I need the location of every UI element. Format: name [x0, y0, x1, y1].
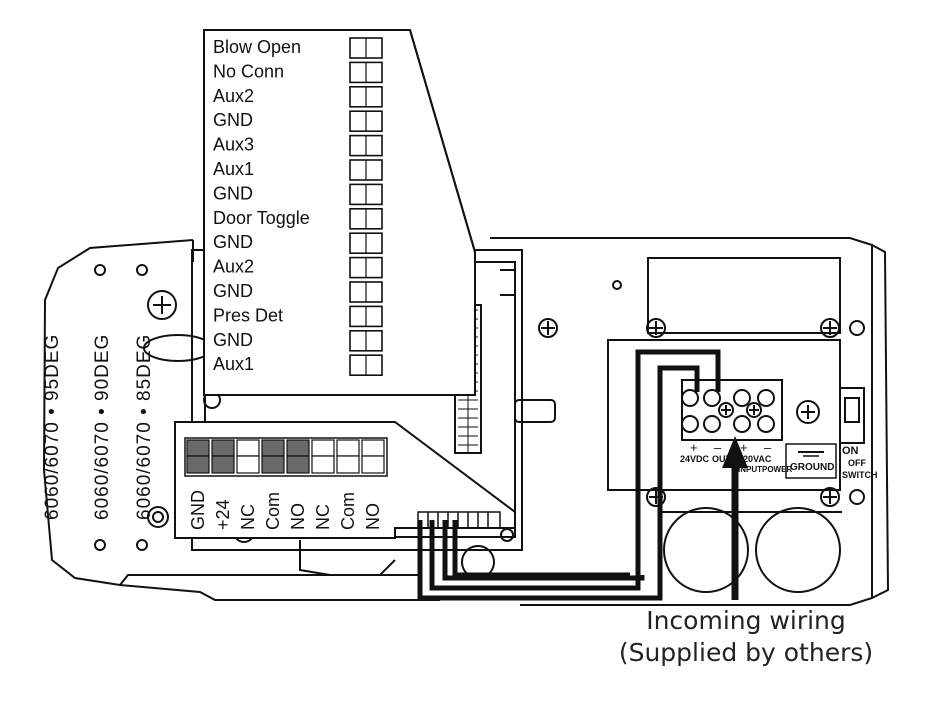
- callout-arrow: [722, 436, 748, 600]
- dip-label: NC: [238, 504, 258, 530]
- voltage-label: 24VDC: [680, 454, 710, 464]
- polarity-label: +: [690, 440, 698, 455]
- dip-switch-bank: [186, 439, 385, 474]
- switch-label: SWITCH: [842, 470, 878, 480]
- voltage-label: 120VAC: [738, 454, 772, 464]
- terminal-label: Aux2: [213, 257, 254, 277]
- terminal-screw: [746, 402, 762, 418]
- terminal-label: GND: [213, 232, 253, 252]
- terminal-label: Door Toggle: [213, 208, 310, 228]
- dip-switch-top: [361, 439, 385, 457]
- power-enclosure: [490, 237, 890, 606]
- terminal-label: Pres Det: [213, 305, 283, 325]
- terminal-label: GND: [213, 183, 253, 203]
- terminal-label: GND: [213, 330, 253, 350]
- terminal-screw: [757, 389, 775, 407]
- dip-switch-bottom: [361, 455, 385, 474]
- terminal-label: Aux1: [213, 354, 254, 374]
- terminal-label: Aux2: [213, 86, 254, 106]
- callout-line2: (Supplied by others): [618, 638, 874, 667]
- power-terminal-block: [681, 379, 783, 441]
- dip-switch-top: [211, 439, 235, 457]
- dip-label: +24: [213, 499, 233, 530]
- dip-switch-bottom: [311, 455, 335, 474]
- ground-box: [785, 443, 837, 479]
- terminal-label: No Conn: [213, 61, 284, 81]
- dip-switch-top: [236, 439, 260, 457]
- terminal-screw: [703, 389, 721, 407]
- dip-switch-bottom: [186, 455, 210, 474]
- terminal-label: Aux3: [213, 135, 254, 155]
- dip-switch-top: [186, 439, 210, 457]
- dip-switch-bottom: [211, 455, 235, 474]
- terminal-screw: [718, 402, 734, 418]
- dip-switch-top: [286, 439, 310, 457]
- mount-label: 6060/6070 • 90DEG: [92, 334, 113, 520]
- terminal-screw: [733, 415, 751, 433]
- dip-switch-top: [261, 439, 285, 457]
- callout-line1: Incoming wiring: [646, 606, 846, 635]
- terminal-screw: [757, 415, 775, 433]
- dip-label: GND: [188, 490, 208, 530]
- dip-switch-bottom: [261, 455, 285, 474]
- dip-label: Com: [338, 492, 358, 530]
- dip-switch-bottom: [236, 455, 260, 474]
- terminal-label: Aux1: [213, 159, 254, 179]
- dip-label: NO: [288, 503, 308, 530]
- dip-switch-top: [311, 439, 335, 457]
- switch-label: OFF: [848, 458, 866, 468]
- dip-label: NC: [313, 504, 333, 530]
- mount-label: 6060/6070 • 95DEG: [42, 334, 63, 520]
- polarity-label: +: [740, 440, 748, 455]
- polarity-label: –: [714, 440, 722, 455]
- dip-label: Com: [263, 492, 283, 530]
- terminal-screw: [733, 389, 751, 407]
- terminal-label: GND: [213, 281, 253, 301]
- mount-label: 6060/6070 • 85DEG: [134, 334, 155, 520]
- switch-label: ON: [842, 445, 859, 457]
- terminal-label-panel: [203, 29, 476, 396]
- mount-plate-labels: 6060/6070 • 95DEG 6060/6070 • 90DEG 6060…: [42, 334, 155, 520]
- dip-switch-labels: GND +24 NC Com NO NC Com NO: [188, 490, 383, 530]
- incoming-wiring-callout: Incoming wiring (Supplied by others): [596, 605, 896, 669]
- terminal-label: GND: [213, 110, 253, 130]
- terminal-screw: [681, 389, 699, 407]
- terminal-label: Blow Open: [213, 37, 301, 57]
- polarity-label: –: [764, 440, 772, 455]
- voltage-label: INPUT: [738, 465, 762, 474]
- voltage-label: OUT: [712, 454, 732, 464]
- dip-switch-top: [336, 439, 360, 457]
- terminal-screw: [703, 415, 721, 433]
- ground-label: GROUND: [790, 462, 834, 473]
- dip-label: NO: [363, 503, 383, 530]
- power-labels: + – + – 24VDC OUT 120VAC INPUT POWER GRO…: [680, 440, 878, 480]
- dip-switch-bottom: [286, 455, 310, 474]
- dip-switch-bottom: [336, 455, 360, 474]
- incoming-wiring: [417, 349, 721, 601]
- terminal-screw: [681, 415, 699, 433]
- voltage-label: POWER: [762, 465, 792, 474]
